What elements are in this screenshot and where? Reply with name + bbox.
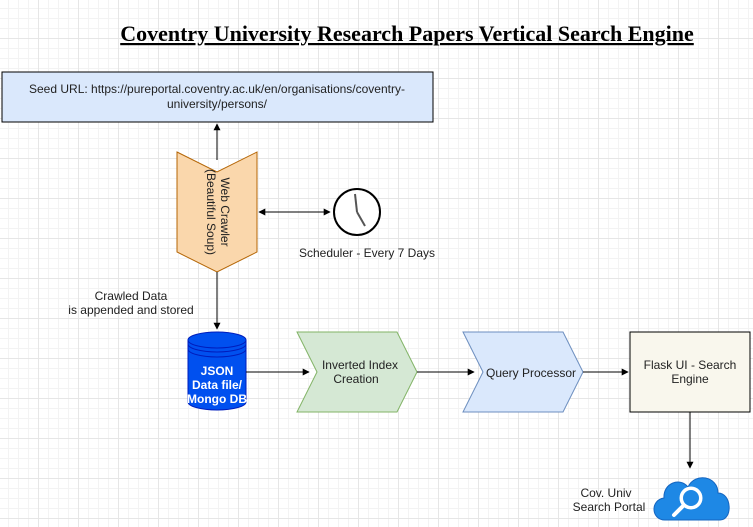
inverted-index-node: Inverted Index Creation bbox=[296, 331, 418, 413]
database-node: JSON Data file/ Mongo DB bbox=[187, 331, 247, 411]
scheduler-clock-icon bbox=[333, 188, 381, 236]
web-crawler-line2: (Beautiful Soup) bbox=[204, 169, 218, 255]
seed-url-box bbox=[1, 71, 434, 123]
seed-url-node: Seed URL: https://pureportal.coventry.ac… bbox=[1, 71, 434, 123]
query-processor-node: Query Processor bbox=[462, 331, 584, 413]
portal-line1: Cov. Univ bbox=[580, 486, 631, 500]
scheduler-label: Scheduler - Every 7 Days bbox=[299, 246, 435, 260]
seed-url-line2: university/persons/ bbox=[167, 97, 268, 111]
flask-ui-line1: Flask UI - Search bbox=[644, 358, 737, 372]
search-cloud-icon bbox=[653, 477, 730, 521]
database-line2: Data file/ bbox=[192, 378, 243, 392]
seed-url-line1: Seed URL: https://pureportal.coventry.ac… bbox=[29, 82, 405, 96]
portal-line2: Search Portal bbox=[573, 500, 646, 514]
flask-ui-line2: Engine bbox=[671, 372, 709, 386]
query-processor-shape bbox=[462, 331, 584, 413]
query-processor-label: Query Processor bbox=[486, 366, 576, 380]
database-line3: Mongo DB bbox=[187, 392, 247, 406]
web-crawler-line1: Web Crawler bbox=[218, 177, 232, 246]
crawled-note-line1: Crawled Data bbox=[95, 289, 168, 303]
web-crawler-node: Web Crawler (Beautiful Soup) bbox=[176, 151, 258, 273]
database-shape bbox=[187, 340, 247, 411]
diagram-title: Coventry University Research Papers Vert… bbox=[120, 21, 694, 46]
inverted-index-line1: Inverted Index bbox=[322, 358, 398, 372]
crawled-note-line2: is appended and stored bbox=[68, 303, 193, 317]
database-line1: JSON bbox=[201, 364, 234, 378]
inverted-index-line2: Creation bbox=[333, 372, 378, 386]
inverted-index-shape bbox=[296, 331, 418, 413]
web-crawler-shape bbox=[176, 151, 258, 273]
flask-ui-node: Flask UI - Search Engine bbox=[629, 331, 751, 413]
